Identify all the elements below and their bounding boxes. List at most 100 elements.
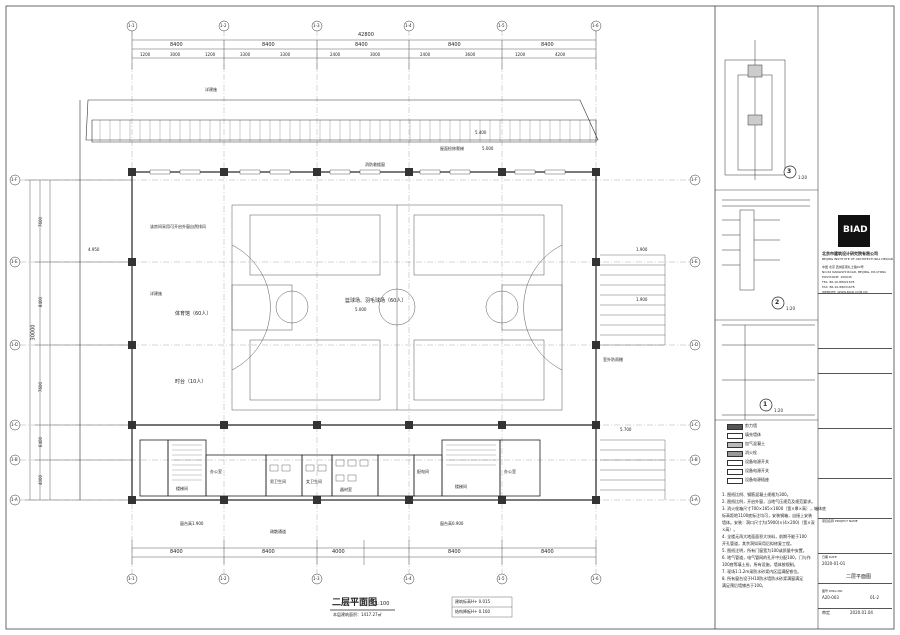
company-web: WEBSITE: WWW.BIAD.COM.CN: [822, 290, 868, 294]
company-name-en: BEIJING INSTITUTE OF ARCHITECTURAL DESIG…: [822, 257, 893, 261]
legend-label: 加气混凝土: [745, 441, 765, 446]
dim-total-top: 42800: [358, 32, 374, 38]
grid-col-label: 1-6: [592, 23, 599, 28]
legend-label: 消火栓: [745, 450, 757, 455]
restroom-m-label: 男卫生间: [270, 479, 286, 484]
version: 01-2: [870, 595, 880, 600]
sheet-no-label: 图号 DWG NO.: [822, 589, 843, 593]
dim-sub: 3300: [240, 52, 251, 57]
grid-row-label: 1-D: [691, 342, 699, 347]
dim-sub: 2400: [330, 52, 341, 57]
note-line: 4. 全楼无再大地面面积大块料，前期不能于100: [722, 534, 807, 539]
grid-col-label: 1-3: [313, 23, 320, 28]
legend-swatch: [727, 469, 743, 475]
note-line: 7. 现场1:1.2m采防水砂浆内区层满配铁位。: [722, 569, 802, 574]
grid-col-label: 1-4: [405, 576, 412, 581]
dim-left-seg: 8400: [38, 296, 44, 308]
company-addr1: 中国 北京 西城区南礼士路62号: [822, 265, 864, 269]
grid-col-label: 1-4: [405, 23, 412, 28]
grid-col-label: 1-6: [592, 576, 599, 581]
grid-row-label: 1-E: [691, 259, 698, 264]
company-logo: BIAD: [843, 225, 868, 235]
legend-label: 设备电源开关: [745, 468, 769, 473]
title-block: [818, 8, 892, 626]
dim-left-seg: 4000: [38, 474, 44, 486]
company-addr2: NO.62 NANLISHI ROAD, BEIJING, P.R.CHINA: [822, 270, 886, 274]
grid-col-label: 1-2: [220, 576, 227, 581]
dim-sub: 4200: [555, 52, 566, 57]
note-line: ×高）。: [722, 527, 738, 532]
dim-sub: 3300: [280, 52, 291, 57]
office-label-2: 办公室: [504, 469, 516, 474]
dim-bottom: 8400: [262, 549, 275, 555]
dim-left-total: 30000: [30, 324, 37, 341]
company-fax: FAX: 86-10-68031678: [822, 285, 855, 289]
legend-swatch: [727, 433, 743, 439]
dim-left-seg: 7600: [38, 381, 44, 393]
rest-note: 该房间采用可开启外窗自然排风: [150, 224, 206, 229]
drawing-scale: 1:100: [375, 601, 390, 607]
landing-label: 室外防雨棚: [603, 357, 623, 362]
area-note: 本层建筑面积：1417.27㎡: [333, 612, 382, 617]
drawing-title: 二层平面图: [332, 598, 378, 608]
dim-sub: 3000: [170, 52, 181, 57]
grid-col-label: 1-3: [313, 576, 320, 581]
detail-1-scale: 1:20: [774, 408, 783, 413]
elev-court: 5.000: [355, 307, 367, 312]
dim-bay: 8400: [262, 42, 275, 48]
company-name-cn: 北京市建筑设计研究院有限公司: [822, 251, 878, 256]
dim-sub: 1200: [205, 52, 216, 57]
grid-col-label: 1-5: [498, 23, 505, 28]
detail-1-section: [722, 324, 815, 420]
grid-row-label: 1-F: [11, 177, 18, 182]
detail-3-scale: 1:20: [798, 175, 807, 180]
storage-label: 器材室: [340, 487, 352, 492]
roof-canopy: [79, 99, 599, 500]
dim-bottom: 8400: [170, 549, 183, 555]
railing-label: 详建施: [205, 87, 217, 92]
dim-bay: 8400: [355, 42, 368, 48]
legend-label: 剪力墙: [745, 423, 757, 428]
dim-sub: 3600: [465, 52, 476, 57]
note-line: 墙体。安装：洞口尺寸为(5900)×(4×200)（宽×深: [722, 520, 815, 525]
dim-sub: 3000: [370, 52, 381, 57]
dim-bay: 8400: [448, 42, 461, 48]
dim-bay: 8400: [541, 42, 554, 48]
left-dimensions: [25, 179, 132, 501]
note-line: 8. 所有窗台设于H10防水墙防水砂浆满窗满足: [722, 576, 804, 581]
note-line: 2. 图纸比例，开启外窗，当地气压规范及规范要求。: [722, 499, 816, 504]
grid-row-label: 1-D: [11, 342, 19, 347]
note-line: 1. 图纸比例、钢筋混凝土规格为300。: [722, 492, 791, 497]
date-value: 2020-01-01: [822, 561, 846, 566]
biad-logo-block: [838, 215, 870, 247]
ramp-label: 疏散通道: [270, 529, 286, 534]
dim-bottom: 8400: [448, 549, 461, 555]
detail-1-bubble: [759, 398, 773, 412]
sheet-no: A20-003: [822, 595, 839, 600]
stage-top-label: 消防救援窗: [365, 162, 385, 167]
dim-sub: 1200: [140, 52, 151, 57]
dim-bottom: 4000: [332, 549, 345, 555]
legend-swatch: [727, 478, 743, 484]
detail-2-scale: 1:20: [786, 306, 795, 311]
corridor-label: 时台（10人）: [175, 379, 207, 385]
canopy-hatch: [99, 120, 591, 142]
ridge-label: 屋面检修爬梯: [440, 146, 464, 151]
grid-col-label: 1-1: [128, 23, 135, 28]
court-label: 篮球场、羽毛球场（60人）: [345, 298, 407, 304]
project-label: 项目名称 PROJECT NAME: [822, 519, 858, 523]
legend-swatch: [727, 451, 743, 457]
axis-bubbles: [9, 20, 701, 585]
note-line: 标高距地1100底标注均可，安装钢箱，自接上安装: [722, 513, 813, 518]
note-line: 6. 地气管道，电气管网的孔开中分配100，门与作: [722, 555, 811, 560]
sheet-border: [5, 5, 895, 630]
equipment-label: 配电间: [417, 469, 429, 474]
company-post: POSTCODE: 100045: [822, 275, 852, 279]
legend-label: 填充墙体: [745, 432, 761, 437]
stair-label: 楼梯间: [176, 486, 188, 491]
detail-2-num: 2: [775, 299, 780, 306]
fitness-label: 体育馆（60人）: [175, 311, 212, 317]
detail-2-bubble: [771, 296, 785, 310]
grid-col-label: 1-1: [128, 576, 135, 581]
